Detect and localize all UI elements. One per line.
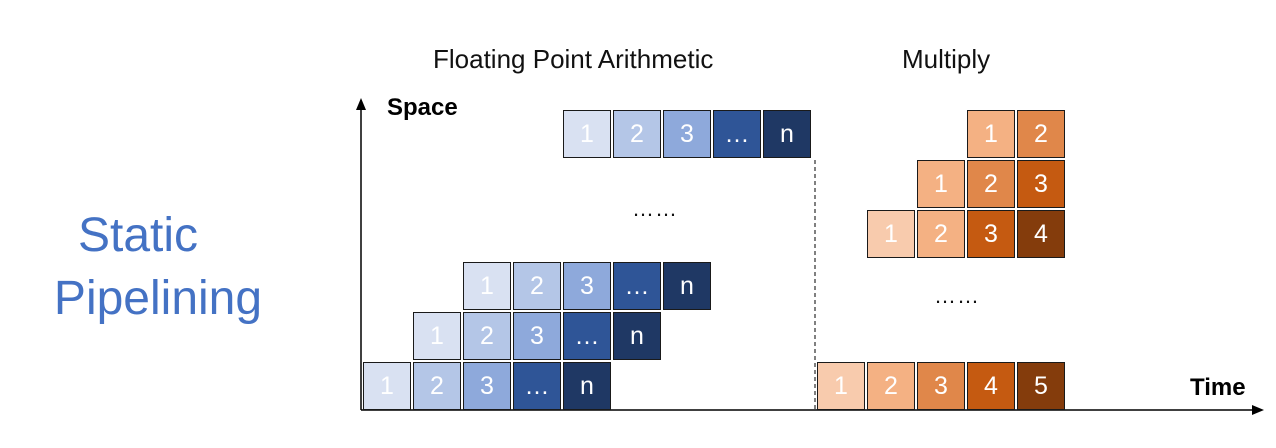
title-line-1: Static bbox=[77, 209, 199, 262]
fp-cell: … bbox=[713, 110, 761, 158]
fp-cell: 3 bbox=[663, 110, 711, 158]
fp-cell: 2 bbox=[463, 312, 511, 360]
mul-cell: 1 bbox=[967, 110, 1015, 158]
fp-cell: 3 bbox=[563, 262, 611, 310]
mul-cell: 4 bbox=[1017, 210, 1065, 258]
mul-cell: 1 bbox=[917, 160, 965, 208]
mul-cell: 5 bbox=[1017, 362, 1065, 410]
mul-cell: 2 bbox=[1017, 110, 1065, 158]
fp-cell: n bbox=[763, 110, 811, 158]
mul-cell: 3 bbox=[917, 362, 965, 410]
header-multiply: Multiply bbox=[902, 44, 991, 74]
mul-cell: 2 bbox=[967, 160, 1015, 208]
y-axis-arrow bbox=[356, 98, 366, 110]
mul-cell: 3 bbox=[967, 210, 1015, 258]
fp-cell: … bbox=[563, 312, 611, 360]
mul-cell: 1 bbox=[817, 362, 865, 410]
ellipsis-fp: …… bbox=[632, 196, 678, 221]
mul-cell: 2 bbox=[867, 362, 915, 410]
fp-cell: 1 bbox=[463, 262, 511, 310]
fp-cell: … bbox=[513, 362, 561, 410]
fp-cell: 1 bbox=[563, 110, 611, 158]
fp-cell: 2 bbox=[413, 362, 461, 410]
fp-cell: … bbox=[613, 262, 661, 310]
fp-cell: 1 bbox=[363, 362, 411, 410]
fp-cell: 3 bbox=[513, 312, 561, 360]
mul-cell: 1 bbox=[867, 210, 915, 258]
fp-cell: 2 bbox=[513, 262, 561, 310]
mul-cell: 3 bbox=[1017, 160, 1065, 208]
mul-cell: 2 bbox=[917, 210, 965, 258]
title-line-2: Pipelining bbox=[53, 272, 263, 325]
header-floating-point: Floating Point Arithmetic bbox=[433, 44, 714, 74]
y-axis-label: Space bbox=[387, 94, 458, 121]
fp-cell: 2 bbox=[613, 110, 661, 158]
x-axis-label: Time bbox=[1190, 374, 1246, 401]
fp-cell: 3 bbox=[463, 362, 511, 410]
fp-cell: 1 bbox=[413, 312, 461, 360]
fp-cell: n bbox=[563, 362, 611, 410]
ellipsis-mul: …… bbox=[934, 283, 980, 308]
mul-cell: 4 bbox=[967, 362, 1015, 410]
fp-cell: n bbox=[663, 262, 711, 310]
fp-cell: n bbox=[613, 312, 661, 360]
x-axis-arrow bbox=[1252, 405, 1264, 415]
